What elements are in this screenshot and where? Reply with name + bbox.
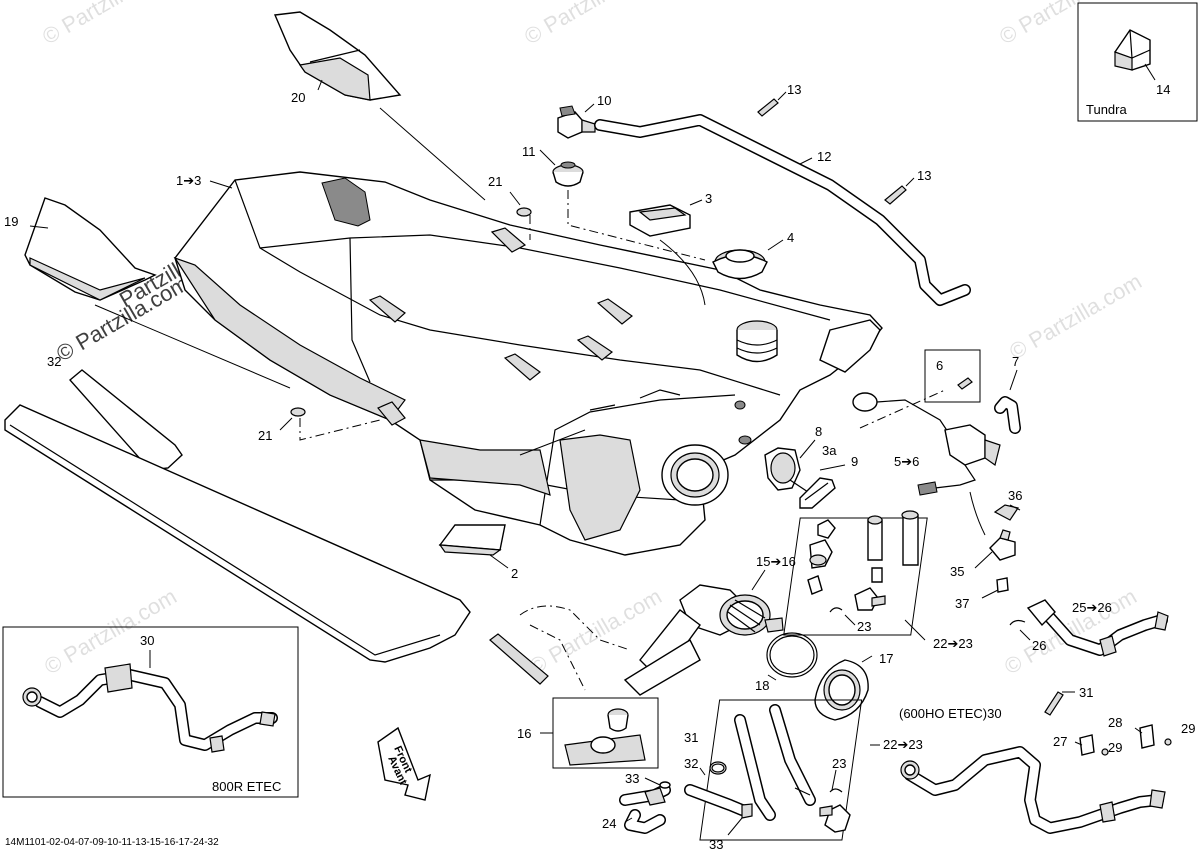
fuel-level-sensor [852,349,1021,496]
tundra-label: Tundra [1086,102,1127,117]
parts-35-37 [969,491,1021,599]
upper-22-23-box [783,510,928,641]
callout-31-b: 31 [1079,685,1093,700]
callout-31-a: 31 [684,730,698,745]
callout-22-23-a: 22➔23 [933,636,973,651]
part-32-gaskets [4,369,471,663]
parts-8-9 [764,439,846,509]
callout-9: 9 [851,454,858,469]
part-2-pad [438,524,509,569]
callout-30-800r: 30 [140,633,154,648]
callout-21-b: 21 [258,428,272,443]
callout-37: 37 [955,596,969,611]
front-arrow: Front Avant [377,726,431,801]
washers-21 [279,191,532,441]
part-16-box [540,697,659,769]
part-20-shield [273,11,486,201]
callout-12: 12 [817,149,831,164]
callout-22-23-b: 22➔23 [883,737,923,752]
part-19-panel [24,197,291,389]
callout-16: 16 [517,726,531,741]
callout-7: 7 [1012,354,1019,369]
callout-27: 27 [1053,734,1067,749]
fuel-tank [173,171,883,556]
callout-24: 24 [602,816,616,831]
etec800-box: 30 800R ETEC [2,626,299,798]
callout-33-a: 33 [625,771,639,786]
callout-29-a: 29 [1108,740,1122,755]
watermark: © Partzilla.com [995,0,1136,49]
callout-25-26: 25➔26 [1072,600,1112,615]
callout-13-b: 13 [917,168,931,183]
callout-36: 36 [1008,488,1022,503]
callout-21-a: 21 [488,174,502,189]
parts-3-4 [629,199,784,306]
callout-2: 2 [511,566,518,581]
callouts: 20 1➔3 19 32 21 21 10 11 13 13 12 3 4 6 … [4,82,1195,852]
callout-14: 14 [1156,82,1170,97]
callout-4: 4 [787,230,794,245]
watermark: © Partzilla.com [1005,269,1146,365]
callout-5-6: 5➔6 [894,454,919,469]
callout-6: 6 [936,358,943,373]
callout-32-b: 32 [684,756,698,771]
lower-22-23-box [699,699,880,841]
tundra-box: 14 Tundra [1077,2,1198,122]
parts-25-26 [1009,599,1169,657]
callout-13-a: 13 [787,82,801,97]
watermark: © Partzilla.com [38,0,179,49]
callout-32: 32 [47,354,61,369]
parts-24-33 [619,761,753,836]
parts-17-18 [766,632,873,721]
callout-23-b: 23 [832,756,846,771]
callout-3: 3 [705,191,712,206]
callout-19: 19 [4,214,18,229]
watermark: © Partzilla.com [520,0,661,49]
callout-1-3: 1➔3 [176,173,201,188]
callout-17: 17 [879,651,893,666]
callout-15-16: 15➔16 [756,554,796,569]
etec800-label: 800R ETEC [212,779,281,794]
callout-18: 18 [755,678,769,693]
callout-3a: 3a [822,443,837,458]
callout-28: 28 [1108,715,1122,730]
callout-20: 20 [291,90,305,105]
vent-components [539,91,971,306]
callout-23-a: 23 [857,619,871,634]
part-30-600ho-hose [900,691,1172,834]
callout-8: 8 [815,424,822,439]
callout-10: 10 [597,93,611,108]
watermark: © Partzilla.com [40,584,181,680]
callout-11: 11 [522,144,536,159]
callout-29-b: 29 [1181,721,1195,736]
callout-600ho-30: (600HO ETEC)30 [899,706,1002,721]
callout-26: 26 [1032,638,1046,653]
footer-code: 14M1101-02-04-07-09-10-11-13-15-16-17-24… [5,837,219,848]
fuel-pump [489,569,784,696]
callout-33-b: 33 [709,837,723,852]
callout-35: 35 [950,564,964,579]
